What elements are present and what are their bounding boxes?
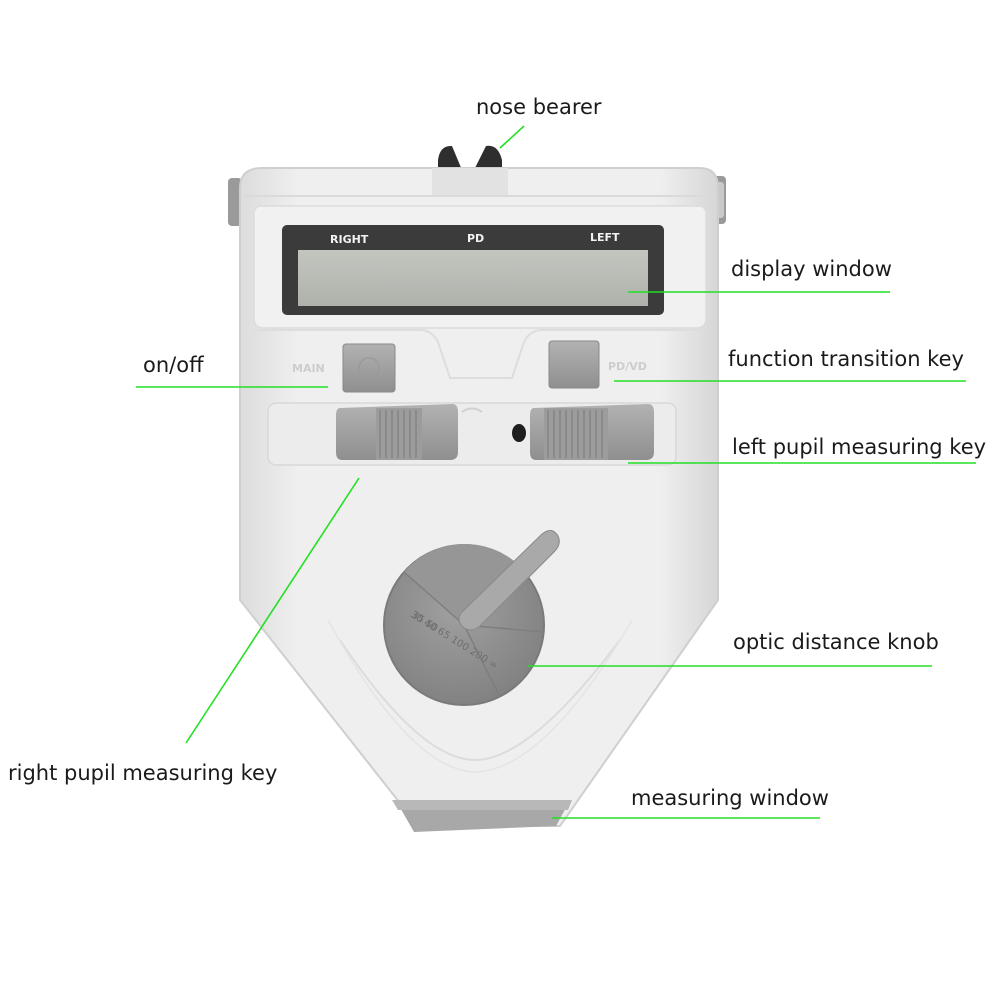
optic-distance-knob[interactable]: 30 40 65 100 200 ∞ 35 50 (383, 530, 560, 706)
main-key-label: MAIN (292, 362, 325, 375)
display-label-pd: PD (467, 232, 484, 245)
pdvd-key-label: PD/VD (608, 360, 647, 373)
device-body (239, 167, 719, 827)
pdvd-key[interactable] (548, 340, 600, 389)
right-pupil-slider[interactable] (336, 404, 458, 460)
left-hinge (228, 178, 242, 226)
leader-right-pupil (185, 477, 360, 744)
leader-nose-bearer (499, 125, 525, 149)
slider-indicator (512, 424, 526, 442)
callout-on-off: on/off (143, 353, 204, 377)
display-window: RIGHT PD LEFT (282, 225, 664, 315)
lcd-screen (298, 250, 648, 306)
callout-right-pupil-measuring-key: right pupil measuring key (8, 761, 278, 785)
callout-nose-bearer: nose bearer (476, 95, 602, 119)
callout-optic-distance-knob: optic distance knob (733, 630, 939, 654)
callout-display-window: display window (731, 257, 892, 281)
left-pupil-slider[interactable] (530, 404, 654, 460)
callout-function-transition-key: function transition key (728, 347, 964, 371)
measuring-window (398, 804, 568, 832)
display-label-left: LEFT (590, 231, 620, 244)
display-label-right: RIGHT (330, 233, 369, 246)
callout-measuring-window: measuring window (631, 786, 829, 810)
main-key[interactable] (342, 343, 396, 393)
callout-left-pupil-measuring-key: left pupil measuring key (732, 435, 987, 459)
